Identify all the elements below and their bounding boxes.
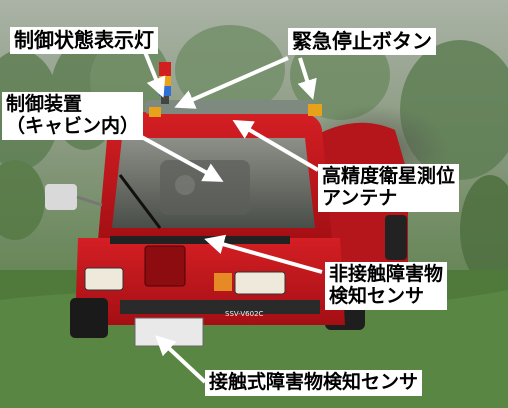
label-controller: 制御装置 （キャビン内）	[2, 92, 144, 140]
label-noncontact-sensor-line1: 非接触障害物	[329, 263, 444, 285]
grille-panel	[144, 245, 186, 287]
turn-signal	[214, 273, 232, 291]
left-front-tire	[70, 298, 108, 338]
steering-wheel	[175, 175, 195, 195]
label-gnss-antenna-line1: 高精度衛星測位	[322, 165, 456, 187]
label-emergency-stop: 緊急停止ボタン	[288, 28, 436, 55]
emergency-stop-button-right	[308, 104, 322, 116]
label-controller-line1: 制御装置	[6, 93, 83, 115]
bumper	[120, 300, 320, 314]
label-signal-light-text: 制御状態表示灯	[14, 28, 154, 52]
label-signal-light: 制御状態表示灯	[10, 27, 158, 54]
plate-text: SSV-V602C	[225, 310, 264, 318]
noncontact-sensor-bar	[110, 236, 290, 244]
gnss-antenna	[145, 100, 315, 114]
label-gnss-antenna: 高精度衛星測位 アンテナ	[318, 164, 460, 212]
cabin-interior	[160, 160, 250, 215]
contact-sensor-plate	[134, 317, 204, 347]
side-mirror	[45, 184, 77, 210]
label-controller-line2: （キャビン内）	[6, 114, 140, 137]
label-emergency-stop-text: 緊急停止ボタン	[292, 29, 432, 53]
mirror-arm	[76, 195, 103, 207]
right-headlight	[234, 271, 286, 295]
wiper	[118, 174, 162, 229]
label-noncontact-sensor-line2: 検知センサ	[329, 284, 425, 307]
label-contact-sensor: 接触式障害物検知センサ	[205, 370, 423, 396]
emergency-stop-button-left	[149, 107, 161, 117]
label-noncontact-sensor: 非接触障害物 検知センサ	[325, 262, 448, 310]
label-gnss-antenna-line2: アンテナ	[322, 186, 398, 209]
rear-tire	[385, 215, 407, 260]
left-headlight	[84, 267, 124, 291]
label-contact-sensor-text: 接触式障害物検知センサ	[209, 371, 419, 393]
